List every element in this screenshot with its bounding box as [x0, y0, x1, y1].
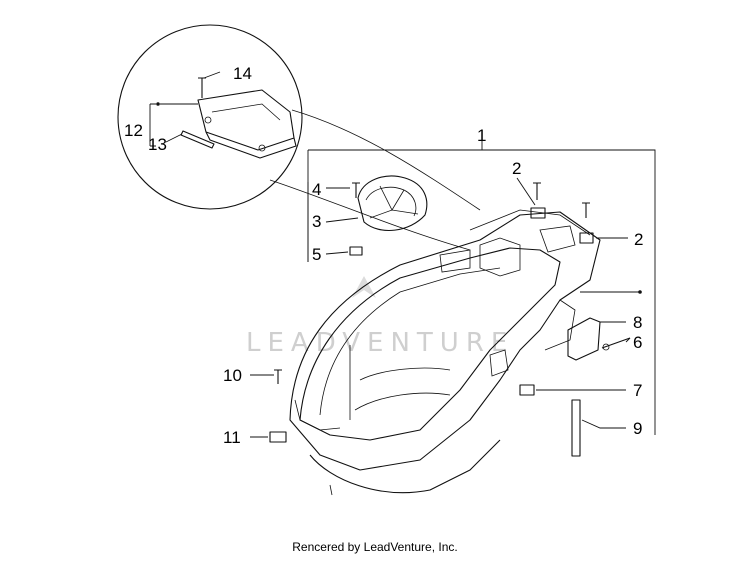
callout-numbers: 14 12 13 1 2 2 4 3 5 8 6 7 9 10 11: [124, 64, 643, 447]
callout-13: 13: [148, 135, 167, 154]
callout-6: 6: [633, 333, 642, 352]
leadventure-watermark: LEADVENTURE: [246, 276, 514, 358]
callout-2-right: 2: [634, 230, 643, 249]
callout-1: 1: [477, 126, 486, 145]
callout-8: 8: [633, 313, 642, 332]
leader-lines: [250, 140, 656, 438]
callout-10: 10: [223, 366, 242, 385]
callout-7: 7: [633, 381, 642, 400]
dome-cover: [357, 175, 428, 231]
callout-5: 5: [312, 245, 321, 264]
callout-3: 3: [312, 212, 321, 231]
callout-11: 11: [223, 428, 241, 447]
storage-compartment: [289, 209, 601, 496]
footer-credit: Rencered by LeadVenture, Inc.: [292, 540, 458, 554]
detail-inset: [117, 24, 481, 251]
callout-9: 9: [633, 419, 642, 438]
watermark-text: LEADVENTURE: [246, 328, 514, 358]
callout-4: 4: [312, 180, 321, 199]
fasteners: [269, 182, 631, 457]
callout-14: 14: [233, 64, 252, 83]
callout-2-left: 2: [512, 159, 521, 178]
callout-12: 12: [124, 121, 143, 140]
